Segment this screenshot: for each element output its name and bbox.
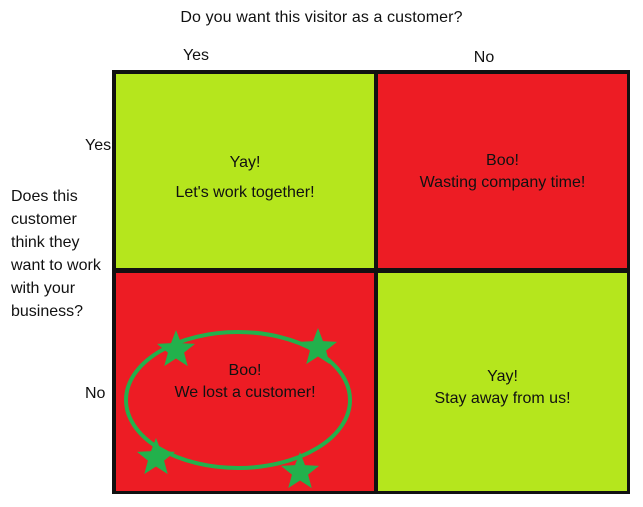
cell-text: Stay away from us! xyxy=(434,390,571,407)
column-label-yes: Yes xyxy=(182,47,210,64)
cell-want-no-think-yes: Boo! Wasting company time! xyxy=(378,74,627,268)
cell-want-yes-think-yes: Yay! Let's work together! xyxy=(116,74,374,268)
cell-heading: Boo! xyxy=(228,362,262,379)
cell-text: We lost a customer! xyxy=(174,384,316,401)
cell-heading: Boo! xyxy=(486,152,519,169)
row-label-yes: Yes xyxy=(85,137,112,154)
column-label-no: No xyxy=(473,49,495,66)
cell-text: Let's work together! xyxy=(175,184,315,201)
side-question: Does this customer think they want to wo… xyxy=(11,188,101,320)
decision-matrix: Yay! Let's work together! Boo! Wasting c… xyxy=(112,70,630,494)
cell-heading: Yay! xyxy=(229,154,261,171)
row-label-no: No xyxy=(85,385,106,402)
top-question: Do you want this visitor as a customer? xyxy=(180,9,463,26)
cell-text: Wasting company time! xyxy=(419,174,586,191)
cell-want-no-think-no: Yay! Stay away from us! xyxy=(378,273,627,491)
cell-want-yes-think-no: Boo! We lost a customer! xyxy=(116,273,374,491)
cell-heading: Yay! xyxy=(487,368,518,385)
